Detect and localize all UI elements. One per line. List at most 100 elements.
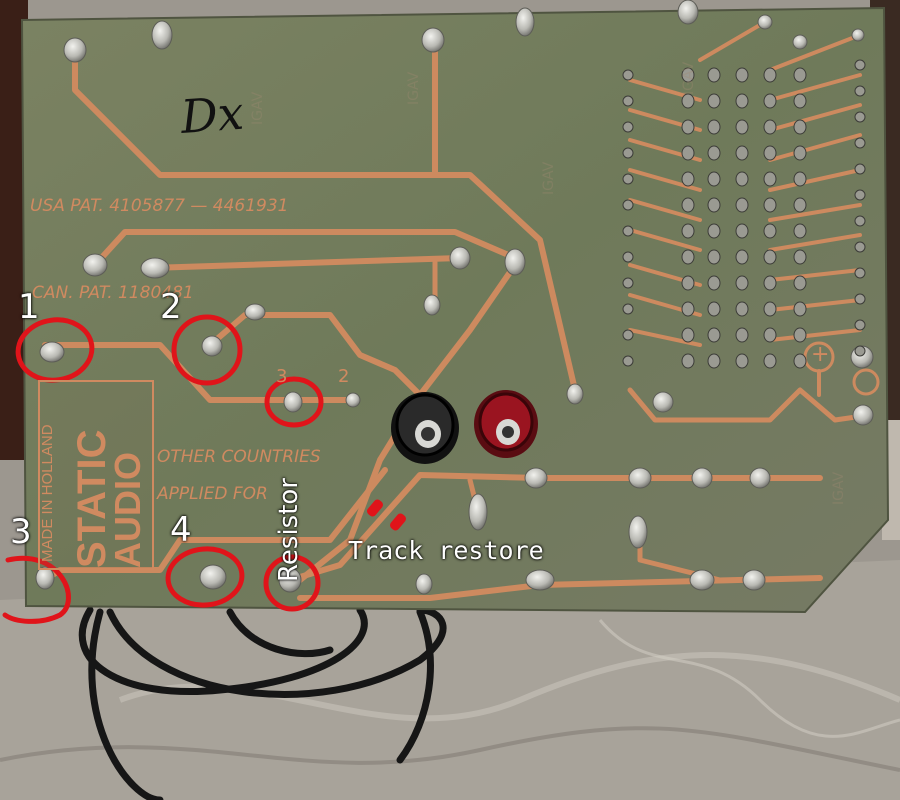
connector-pin — [622, 225, 634, 237]
board-watermarks: IGAV IGAV IGAV IGAV IGAV — [250, 61, 847, 505]
connector-pin — [854, 137, 866, 149]
connector-pin — [763, 275, 777, 291]
connector-pin — [793, 145, 807, 161]
connector-pin — [622, 355, 634, 367]
connector-pin — [681, 327, 695, 343]
connector-pin — [622, 329, 634, 341]
connector-pin — [681, 353, 695, 369]
connector-pin — [681, 301, 695, 317]
connector-pin — [793, 119, 807, 135]
connector-pin — [793, 93, 807, 109]
brand-static: STATIC — [70, 429, 114, 569]
connector-pin — [735, 249, 749, 265]
svg-text:IGAV: IGAV — [406, 71, 422, 105]
connector-pin — [622, 277, 634, 289]
connector-pin — [681, 249, 695, 265]
connector-pin — [793, 67, 807, 83]
connector-pin — [735, 145, 749, 161]
brand-plate — [38, 380, 154, 570]
connector-pin — [622, 173, 634, 185]
connector-pin — [735, 275, 749, 291]
marker-circles — [2, 314, 324, 624]
resistor-label: Resistor — [274, 478, 304, 582]
annotation-label-4: 4 — [170, 510, 192, 550]
connector-pin — [793, 249, 807, 265]
connector-pin — [854, 345, 866, 357]
connector-pin — [622, 69, 634, 81]
brand-audio: AUDIO — [107, 452, 148, 568]
connector-pin — [735, 301, 749, 317]
connector-pin — [763, 301, 777, 317]
connector-pin — [735, 119, 749, 135]
connector-pin — [793, 353, 807, 369]
connector-pin — [681, 145, 695, 161]
connector-pin — [681, 197, 695, 213]
connector-pin — [763, 223, 777, 239]
connector-pin — [793, 301, 807, 317]
connector-pin — [735, 67, 749, 83]
connector-pin — [735, 223, 749, 239]
connector-pin — [681, 223, 695, 239]
connector-pin — [793, 327, 807, 343]
connector-pin — [707, 223, 721, 239]
track-restore-marks — [367, 499, 406, 531]
connector-pin — [763, 67, 777, 83]
connector-pin — [707, 353, 721, 369]
connector-pin — [763, 249, 777, 265]
pot-pin-3-label: 3 — [276, 366, 288, 387]
canada-patent-text: CAN. PAT. 1180481 — [32, 283, 194, 303]
connector-pin — [707, 67, 721, 83]
connector-pin — [681, 67, 695, 83]
connector-pin — [854, 111, 866, 123]
usa-patent-text: USA PAT. 4105877 — 4461931 — [30, 196, 289, 216]
connector-pin — [681, 171, 695, 187]
connector-pin — [681, 275, 695, 291]
connector-pin — [854, 293, 866, 305]
polarity-symbol: + — [811, 342, 830, 367]
solder-joints — [35, 0, 874, 595]
connector-pin — [735, 327, 749, 343]
connector-pin — [793, 171, 807, 187]
connector-pin — [735, 93, 749, 109]
connector-pin — [763, 353, 777, 369]
connector-pin — [622, 251, 634, 263]
connector-pin — [707, 171, 721, 187]
connector-pin — [854, 319, 866, 331]
connector-pin — [707, 93, 721, 109]
connector-pin — [735, 197, 749, 213]
connector-pin — [793, 197, 807, 213]
cables — [78, 606, 447, 800]
svg-text:IGAV: IGAV — [831, 471, 847, 505]
svg-text:IGAV: IGAV — [250, 91, 266, 125]
connector-pin — [854, 215, 866, 227]
connector-pin — [854, 85, 866, 97]
annotation-label-2: 2 — [160, 287, 182, 327]
track-restore-label: Track restore — [348, 536, 544, 565]
copper-traces — [42, 20, 880, 601]
connector-pin — [622, 303, 634, 315]
connector-pin — [622, 95, 634, 107]
connector-pin — [763, 327, 777, 343]
connector-pin — [763, 171, 777, 187]
connector-pin — [707, 327, 721, 343]
connector-pin — [681, 119, 695, 135]
connector-pin — [763, 145, 777, 161]
pot-pin-2-label: 2 — [338, 366, 350, 387]
svg-text:IGAV: IGAV — [681, 61, 697, 95]
connector-pin — [707, 119, 721, 135]
connector-pin — [622, 121, 634, 133]
connector-pin — [854, 241, 866, 253]
made-in-text: MADE IN HOLLAND — [39, 424, 56, 562]
handwritten-label: Dx — [178, 86, 245, 144]
connector-pin-field — [622, 59, 866, 369]
other-countries-text: OTHER COUNTRIES — [157, 447, 321, 467]
svg-text:IGAV: IGAV — [541, 161, 557, 195]
connector-pin — [763, 197, 777, 213]
connector-pin — [707, 249, 721, 265]
annotation-label-3: 3 — [10, 512, 32, 552]
connector-pin — [707, 197, 721, 213]
connector-pin — [622, 147, 634, 159]
connector-pin — [707, 275, 721, 291]
